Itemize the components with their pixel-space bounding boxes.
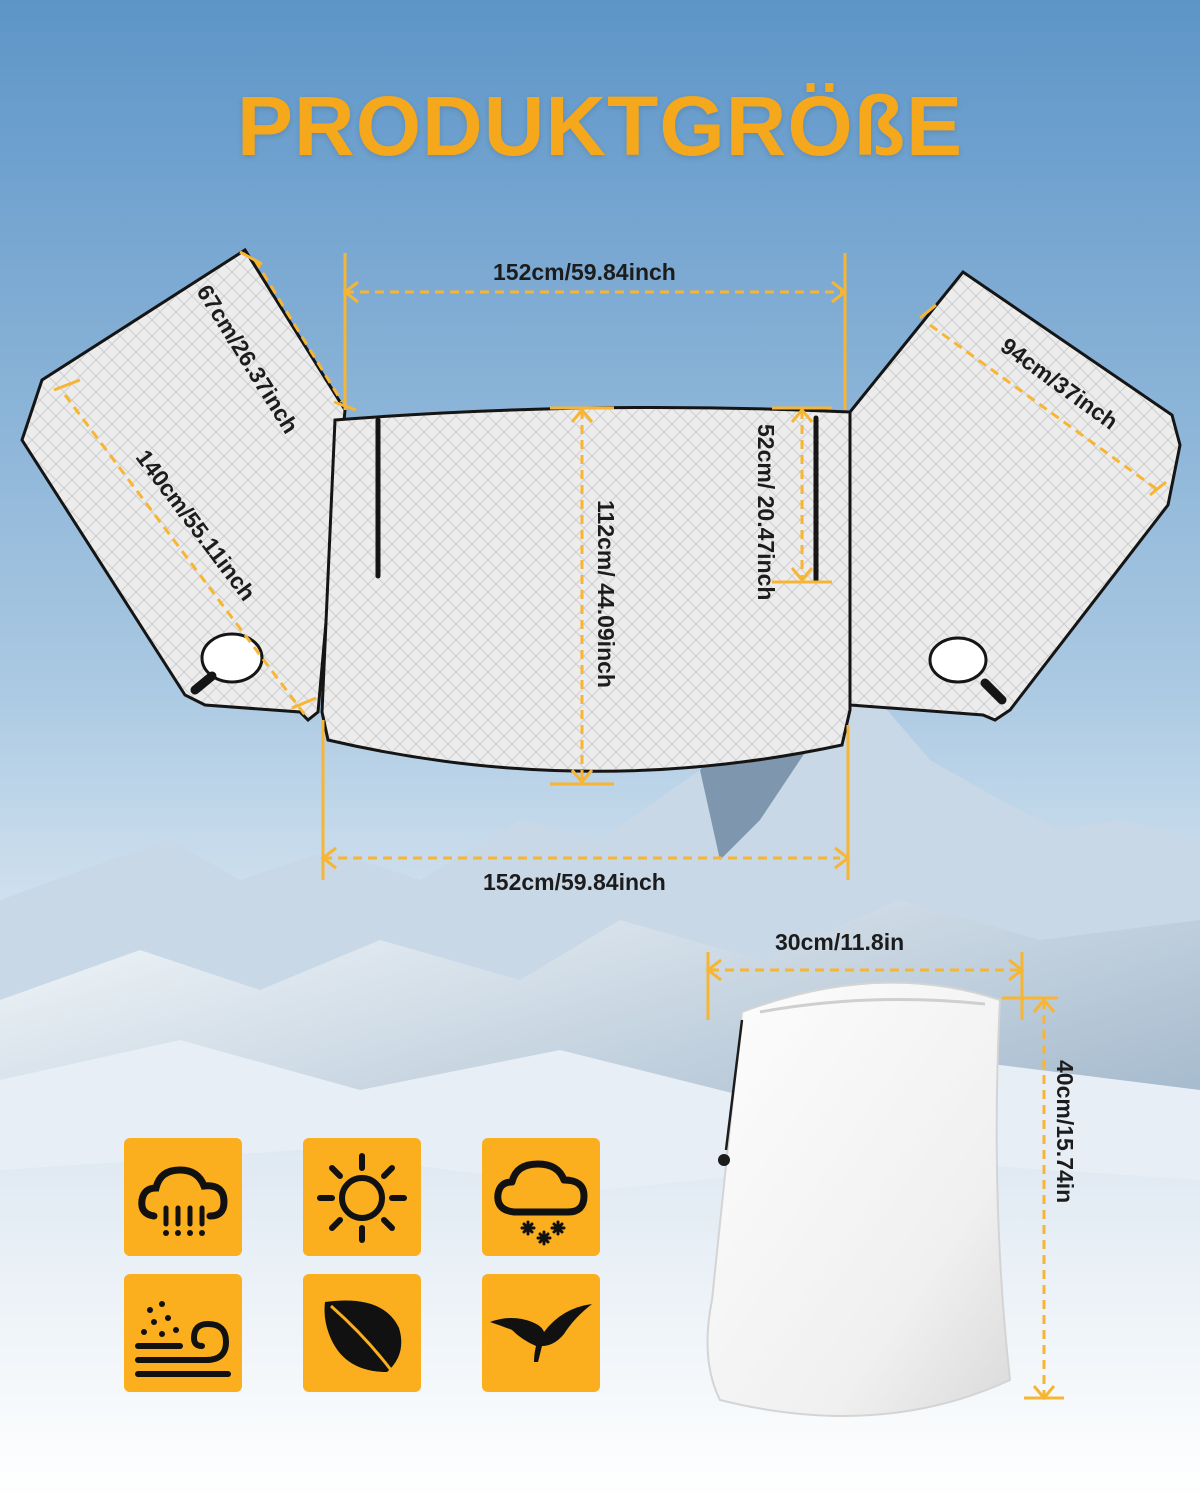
tile-bird [482, 1274, 600, 1392]
tile-snow [482, 1138, 600, 1256]
left-flap [20, 247, 347, 723]
tile-rain [124, 1138, 242, 1256]
tile-wind-dust [124, 1274, 242, 1392]
windshield-cover [20, 247, 1182, 773]
leaf-icon [324, 1300, 402, 1372]
dimension-lines [53, 250, 1167, 1401]
wind-dust-icon [135, 1301, 231, 1377]
rain-icon [138, 1166, 228, 1236]
sun-icon [317, 1153, 407, 1243]
label-center-height: 112cm/ 44.09inch [593, 500, 619, 688]
tile-sun [303, 1138, 421, 1256]
tile-leaf [303, 1274, 421, 1392]
label-top-width: 152cm/59.84inch [493, 259, 676, 285]
label-bottom-width: 152cm/59.84inch [483, 869, 666, 895]
left-mirror-hole [200, 632, 264, 684]
right-mirror-hole [928, 636, 988, 684]
label-bag-width: 30cm/11.8in [775, 929, 905, 955]
storage-bag [706, 981, 1012, 1417]
snow-icon [494, 1160, 588, 1246]
label-bag-height: 40cm/15.74in [1052, 1060, 1078, 1204]
center-panel [320, 406, 852, 773]
label-mirror-pocket: 52cm/ 20.47inch [753, 424, 779, 601]
page-title: PRODUKTGRÖßE [237, 79, 963, 173]
bird-icon [490, 1304, 592, 1362]
right-flap [848, 269, 1182, 722]
